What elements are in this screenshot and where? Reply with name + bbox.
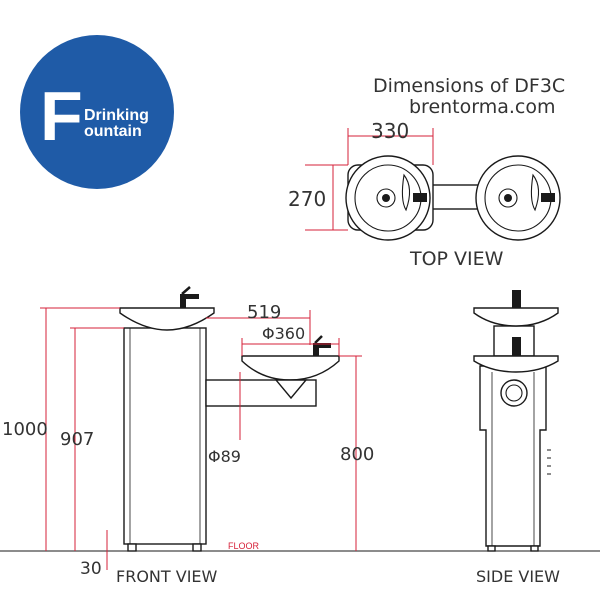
top-spout-right — [530, 173, 540, 212]
front-upper-valve — [180, 286, 199, 308]
logo-circle — [20, 35, 174, 189]
side-view: SIDE VIEW — [473, 290, 560, 586]
side-view-label: SIDE VIEW — [476, 567, 560, 586]
front-view-label: FRONT VIEW — [116, 567, 218, 586]
brand-logo: F Drinking ountain — [20, 35, 174, 189]
side-upper-valve — [512, 290, 521, 308]
front-lower-drain — [274, 379, 308, 400]
front-pedestal — [123, 327, 207, 545]
dim-arm-dia: Φ89 — [208, 447, 241, 466]
dim-800: 800 — [340, 444, 374, 465]
top-view: 330 270 TOP VIEW — [288, 119, 561, 270]
dim-519: 519 — [247, 302, 281, 323]
caption-site: brentorma.com — [409, 96, 556, 118]
top-width-dim: 330 — [371, 119, 409, 143]
front-lower-valve — [313, 335, 331, 356]
dim-30: 30 — [80, 559, 102, 579]
top-drain-right — [498, 188, 518, 208]
side-pedestal — [479, 365, 547, 547]
top-drain-left — [376, 188, 396, 208]
top-valve-right — [541, 193, 555, 202]
front-lower-bowl — [241, 355, 340, 381]
dim-1000: 1000 — [2, 419, 48, 440]
top-view-label: TOP VIEW — [409, 248, 504, 270]
logo-word-1: Drinking — [84, 107, 149, 124]
floor-label: FLOOR — [228, 541, 260, 551]
front-arm — [205, 379, 317, 407]
top-depth-dim: 270 — [288, 187, 326, 211]
dim-907: 907 — [60, 429, 94, 450]
top-valve-left — [413, 193, 427, 202]
side-arm-end — [500, 379, 528, 407]
top-bowl-right — [475, 155, 561, 241]
caption-title: Dimensions of DF3C — [373, 75, 565, 97]
top-spout-left — [401, 173, 411, 212]
dim-bowl-dia: Φ360 — [262, 324, 305, 343]
side-upper-bowl — [473, 307, 559, 327]
side-lower-bowl — [473, 355, 559, 373]
logo-letter: F — [40, 77, 83, 155]
front-upper-bowl — [119, 307, 215, 331]
side-lower-valve — [512, 337, 521, 356]
side-vents — [547, 449, 551, 475]
logo-word-2: ountain — [84, 123, 142, 140]
front-view: FLOOR 1000 907 — [0, 286, 600, 586]
top-connector — [429, 184, 483, 210]
